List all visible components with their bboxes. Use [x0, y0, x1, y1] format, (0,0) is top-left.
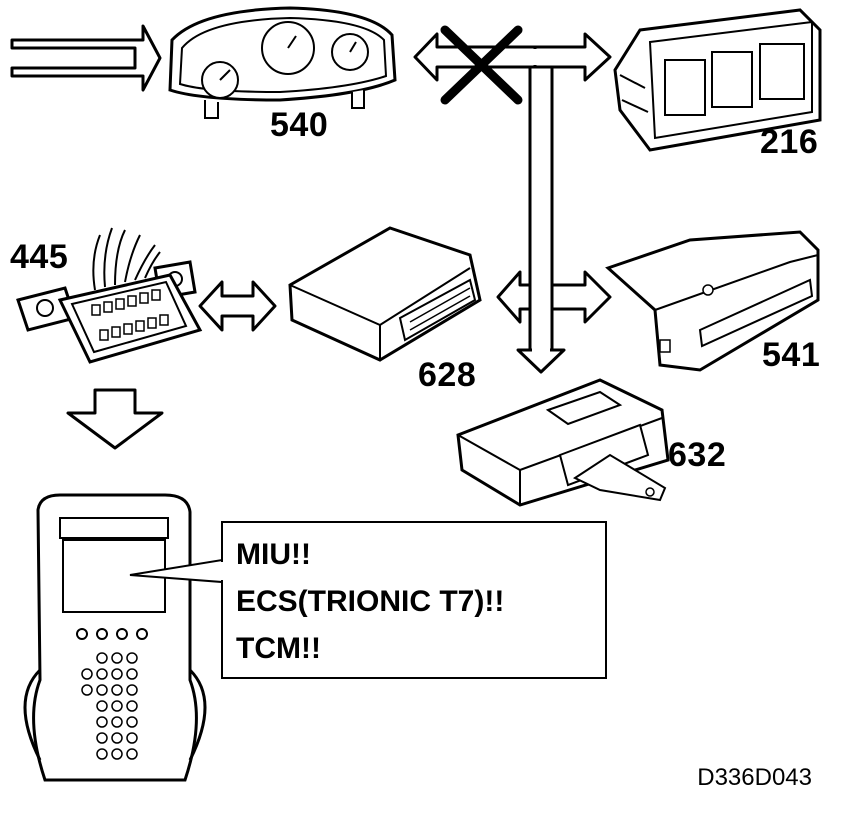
label-climate-panel: 216	[760, 123, 819, 161]
tcm-device	[458, 380, 668, 505]
bus-joints	[532, 49, 550, 354]
message-line-tcm: TCM!!	[236, 632, 321, 665]
message-callout	[130, 522, 606, 678]
instrument-cluster-device	[170, 8, 395, 118]
bus-arrows	[498, 34, 610, 372]
label-diagnostic-connector: 445	[10, 238, 69, 276]
message-line-ecs: ECS(TRIONIC T7)!!	[236, 585, 505, 618]
incoming-arrow	[12, 26, 160, 90]
ecm-device	[290, 228, 480, 360]
connector-ecm-arrow	[200, 282, 275, 330]
cross-mark-icon	[445, 30, 518, 100]
display-unit-device	[608, 232, 818, 370]
climate-panel-device	[615, 10, 820, 150]
label-display-unit: 541	[762, 336, 821, 374]
diagnostic-connector-device	[18, 228, 200, 362]
figure-code: D336D043	[697, 764, 812, 791]
down-arrow	[68, 390, 162, 448]
label-tcm: 632	[668, 436, 727, 474]
message-line-miu: MIU!!	[236, 538, 311, 571]
label-ecm: 628	[418, 356, 477, 394]
label-instrument-cluster: 540	[270, 106, 329, 144]
diagnostic-tester-device	[25, 495, 205, 780]
